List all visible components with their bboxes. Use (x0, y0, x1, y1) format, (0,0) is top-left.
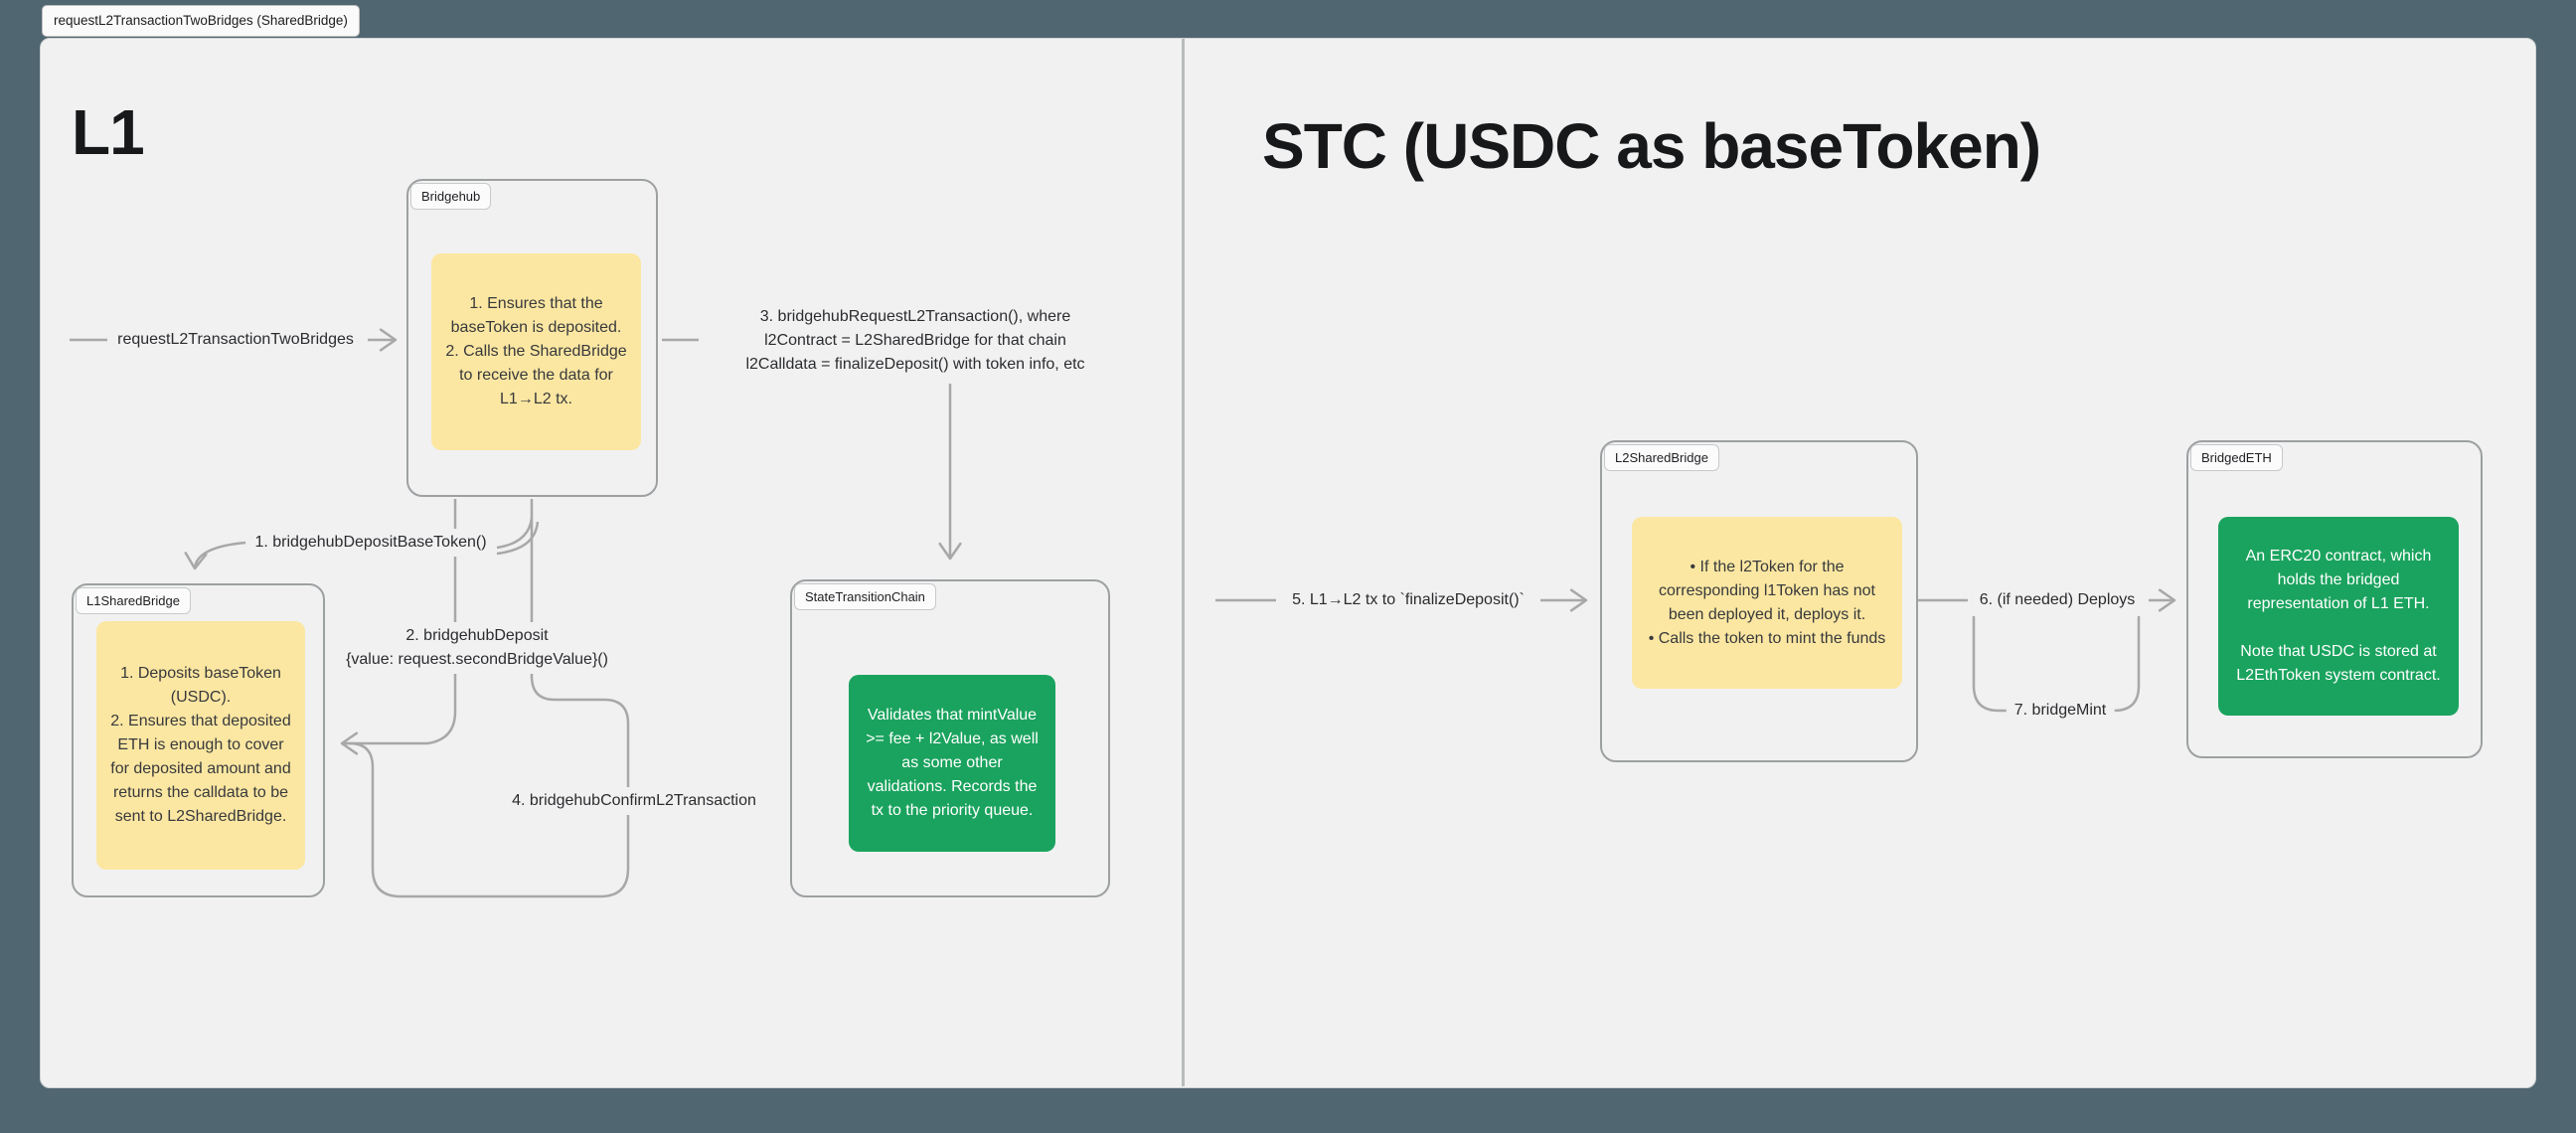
node-l2sharedbridge-label: L2SharedBridge (1604, 444, 1719, 471)
edge-label-4: 4. bridgehubConfirmL2Transaction (504, 787, 764, 815)
edge-label-1: 1. bridgehubDepositBaseToken() (246, 529, 495, 557)
diagram-tab[interactable]: requestL2TransactionTwoBridges (SharedBr… (42, 5, 360, 37)
edge-label-5: 5. L1→L2 tx to `finalizeDeposit()` (1284, 586, 1532, 614)
node-l1sharedbridge-note[interactable]: 1. Deposits baseToken (USDC). 2. Ensures… (96, 621, 305, 870)
node-statetransitionchain-label: StateTransitionChain (794, 583, 936, 610)
node-l2sharedbridge-note[interactable]: • If the l2Token for the corresponding l… (1632, 517, 1902, 689)
node-bridgedeth-note[interactable]: An ERC20 contract, which holds the bridg… (2218, 517, 2459, 716)
section-title-l1: L1 (72, 96, 145, 168)
node-statetransitionchain-note[interactable]: Validates that mintValue >= fee + l2Valu… (849, 675, 1055, 852)
node-bridgehub-label: Bridgehub (410, 183, 492, 210)
node-bridgehub[interactable]: Bridgehub 1. Ensures that the baseToken … (406, 179, 658, 497)
node-l1sharedbridge-label: L1SharedBridge (76, 587, 191, 614)
node-bridgehub-note[interactable]: 1. Ensures that the baseToken is deposit… (431, 253, 641, 450)
node-l2sharedbridge[interactable]: L2SharedBridge • If the l2Token for the … (1600, 440, 1918, 762)
edge-label-request: requestL2TransactionTwoBridges (109, 326, 362, 354)
node-bridgedeth-label: BridgedETH (2190, 444, 2283, 471)
section-divider (1182, 39, 1185, 1086)
edge-label-6: 6. (if needed) Deploys (1971, 586, 2144, 614)
node-statetransitionchain[interactable]: StateTransitionChain Validates that mint… (790, 579, 1110, 897)
edge-label-2: 2. bridgehubDeposit {value: request.seco… (338, 622, 616, 674)
edge-label-3: 3. bridgehubRequestL2Transaction(), wher… (737, 303, 1093, 379)
node-bridgedeth[interactable]: BridgedETH An ERC20 contract, which hold… (2186, 440, 2483, 758)
node-l1sharedbridge[interactable]: L1SharedBridge 1. Deposits baseToken (US… (72, 583, 325, 897)
edge-label-7: 7. bridgeMint (2006, 697, 2115, 725)
section-title-stc: STC (USDC as baseToken) (1262, 110, 2041, 182)
